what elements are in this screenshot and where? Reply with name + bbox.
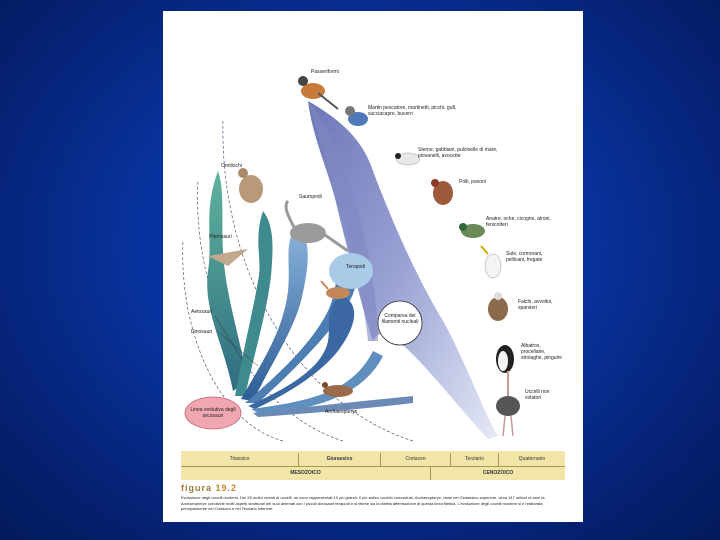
geologic-timeline: Triassico Giurassico Cretaceo Terziario …: [181, 451, 565, 480]
period-triassico: Triassico: [181, 453, 299, 466]
period-quaternario: Quaternario: [499, 453, 565, 466]
textbook-page: Passeriformi Martin pescatore, martinett…: [163, 11, 583, 522]
figure-number: 19.2: [216, 483, 238, 493]
label-comparsa: Comparsa dei filamenti nucleali: [381, 313, 419, 325]
label-sauropodi: Sauropodi: [299, 194, 322, 200]
era-cenozoico: CENOZOICO: [431, 467, 565, 480]
timeline-eras: MESOZOICO CENOZOICO: [181, 466, 565, 480]
label-sterne: Sterne, gabbiani, pulcinelle di mare, pi…: [418, 147, 508, 159]
label-falchi: Falchi, avvoltoi, sparvieri: [518, 299, 568, 311]
era-mesozoico: MESOZOICO: [181, 467, 431, 480]
label-aetosauri: Aetosauri: [191, 309, 212, 315]
label-polli: Polli, pavoni: [459, 179, 486, 185]
label-dinosauri: Dinosauri: [191, 329, 212, 335]
figure-word: figura: [181, 483, 212, 493]
label-passeriformi: Passeriformi: [311, 69, 339, 75]
label-linea-evolutiva: Linea evolutiva degli arcosauri: [189, 407, 237, 419]
label-sule: Sule, cormorani, pellicani, fregate: [506, 251, 561, 263]
period-giurassico: Giurassico: [299, 453, 381, 466]
label-martin-pescatore: Martin pescatore, martinetti, picchi, gu…: [368, 105, 463, 117]
phylogeny-illustration: [163, 11, 583, 451]
label-teropodi: Teropodi: [346, 264, 365, 270]
figure-title: figura 19.2: [181, 483, 237, 493]
label-albatros: Albatros, procellarie, strolaghe, pingui…: [521, 343, 566, 361]
period-terziario: Terziario: [451, 453, 499, 466]
label-archaeopteryx: Archaeopteryx: [325, 409, 357, 415]
label-anatre: Anatre, oche, cicogne, aironi, fenicotte…: [486, 216, 551, 228]
label-ornitischi: Ornitischi: [221, 163, 242, 169]
timeline-periods: Triassico Giurassico Cretaceo Terziario …: [181, 453, 565, 466]
period-cretaceo: Cretaceo: [381, 453, 451, 466]
label-pterosauri: Pterosauri: [209, 234, 232, 240]
label-uccelli-non-volatori: Uccelli non volatori: [525, 389, 565, 401]
figure-caption: Evoluzione degli uccelli moderni. Dei 28…: [181, 495, 565, 512]
